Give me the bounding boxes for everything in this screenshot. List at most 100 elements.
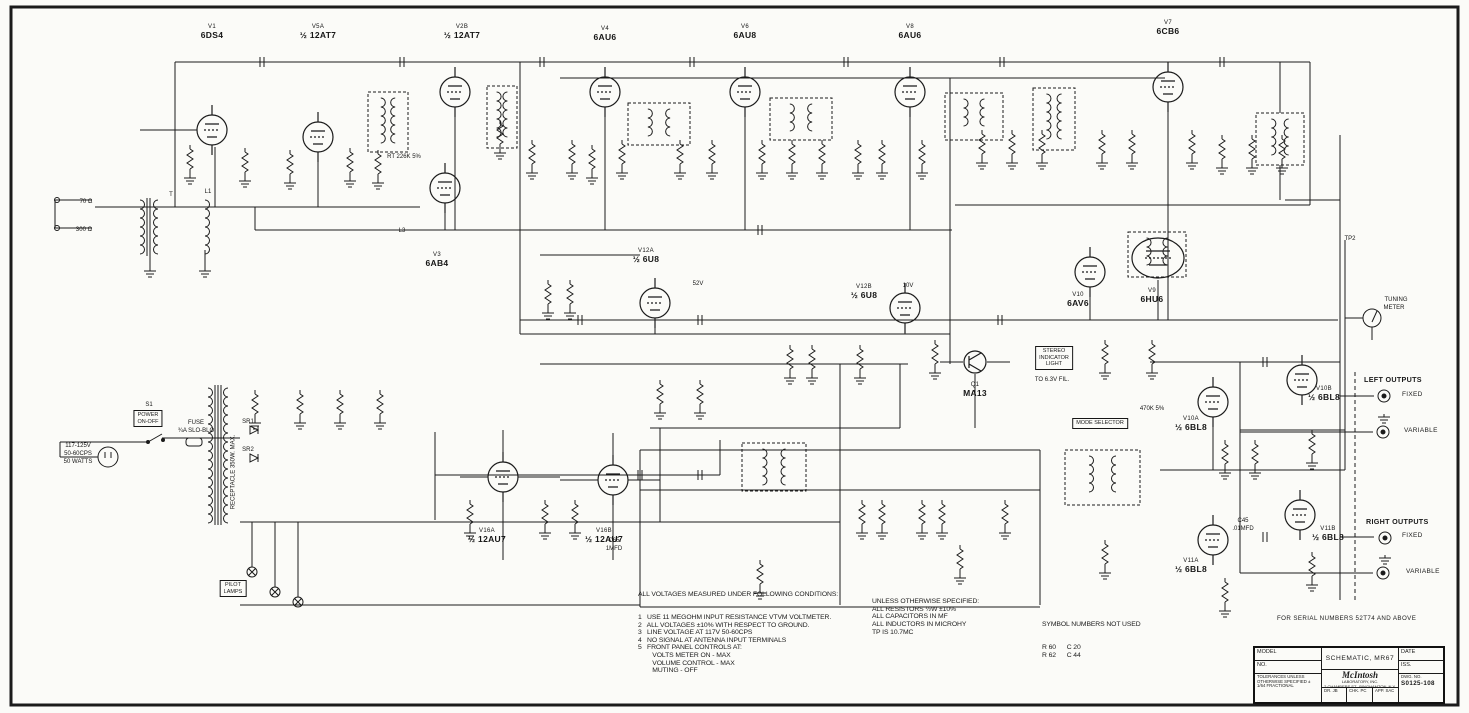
title-block-dr: DR. JB [1322,688,1347,702]
title-block-app: APP. SAC [1373,688,1399,702]
callout-box: MODE SELECTOR [1072,418,1128,429]
note-line: 1 USE 11 MEGOHM INPUT RESISTANCE VTVM VO… [638,613,832,621]
component-label: S1 [145,402,153,408]
brand-sub: LABORATORY, INC. [1341,679,1379,684]
component-label: 50-60CPS [64,451,92,457]
component-label: RECEPTACLE 350W. MAX. [230,434,237,510]
wiring [54,61,1374,608]
title-block-dwg: DWG. NO. S0125-108 [1399,674,1443,702]
title-block-date: DATE [1399,648,1443,661]
tube-symbol-v10 [1074,247,1106,297]
brand-block: McIntosh LABORATORY, INC. 2 CHAMBERS ST.… [1322,670,1399,688]
component-symbols [54,57,1392,618]
tube-symbol-v1 [196,105,228,155]
component-label: FUSE [187,420,205,426]
note-line: 3 LINE VOLTAGE AT 117V 50-60CPS [638,629,753,637]
notes-conditions: ALL VOLTAGES MEASURED UNDER FOLLOWING CO… [638,576,838,690]
title-block: MODEL NO. TOLERANCES UNLESS OTHERWISE SP… [1253,646,1445,704]
tube-symbol-v16b [597,455,629,505]
note-line: UNLESS OTHERWISE SPECIFIED: [872,598,980,606]
tube-symbol-v16a [487,452,519,502]
component-label: RT 226K 5% [387,154,421,160]
component-label: 117-125V [65,443,91,449]
title-block-tolerances: TOLERANCES UNLESS OTHERWISE SPECIFIED ± … [1255,674,1322,702]
component-label: ¾A SLO-BLO [177,428,215,434]
component-label: 1MFD [605,546,623,552]
component-label: 70 Ω [79,199,93,205]
component-label: 300 Ω [75,227,93,233]
tube-symbol-q1 [963,350,987,374]
component-label: SR2 [242,447,254,453]
title-block-model: MODEL [1255,648,1322,661]
note-line: ALL CAPACITORS IN MF [872,613,948,621]
note-line: R 62 C 44 [1042,651,1081,659]
title-block-iss: ISS. [1399,661,1443,674]
component-label: TO 6.3V FIL. [1034,377,1070,383]
drawing-title: SCHEMATIC, MR67 [1322,648,1399,670]
tube-symbol-v12b [889,283,921,333]
note-line: 5 FRONT PANEL CONTROLS AT: [638,644,742,652]
note-line: 2 ALL VOLTAGES ±10% WITH RESPECT TO GROU… [638,621,810,629]
tube-symbol-v10b [1286,355,1318,405]
left-fixed-jack-label: FIXED [1402,391,1423,398]
tube-symbol-v3 [429,163,461,213]
component-label: TP2 [1344,236,1356,242]
note-line: TP IS 10.7MC [872,628,914,636]
component-label: 470K 5% [1139,406,1165,412]
component-label: 50 WATTS [63,459,93,465]
title-block-no: NO. [1255,661,1322,674]
tube-symbol-v7 [1152,62,1184,112]
note-line: R 60 C 20 [1042,643,1081,651]
tube-symbol-v11b [1284,490,1316,540]
component-label: 10V [902,283,914,289]
component-label: C45 [1237,518,1249,524]
tube-symbol-v9 [1131,237,1185,279]
note-line: MUTING - OFF [638,667,698,675]
page-border [9,5,1460,707]
symbol-numbers-heading: SYMBOL NUMBERS NOT USED [1042,621,1141,629]
title-block-chk: CHK. PC [1347,688,1373,702]
component-label: L3 [398,228,406,234]
brand-logo: McIntosh [1341,670,1378,680]
tube-symbol-v4 [589,67,621,117]
component-label: C65 [608,538,620,544]
tube-symbol-v6 [729,67,761,117]
tube-symbol-v2b [439,67,471,117]
left-variable-jack-label: VARIABLE [1404,427,1438,434]
right-outputs-heading: RIGHT OUTPUTS [1366,517,1429,526]
tube-symbol-v5a [302,112,334,162]
tube-symbol-v8 [894,67,926,117]
component-label: 52V [692,281,704,287]
note-line: ALL RESISTORS ½W ±10% [872,605,956,613]
component-label: SR1 [242,419,254,425]
note-line: VOLTS METER ON - MAX [638,651,731,659]
component-label: TUNING [1384,297,1408,303]
note-line: 4 NO SIGNAL AT ANTENNA INPUT TERMINALS [638,636,787,644]
notes-conditions-heading: ALL VOLTAGES MEASURED UNDER FOLLOWING CO… [638,591,839,599]
tube-symbol-v10a [1197,377,1229,427]
note-line: ALL INDUCTORS IN MICROHY [872,620,967,628]
tube-symbol-v11a [1197,515,1229,565]
